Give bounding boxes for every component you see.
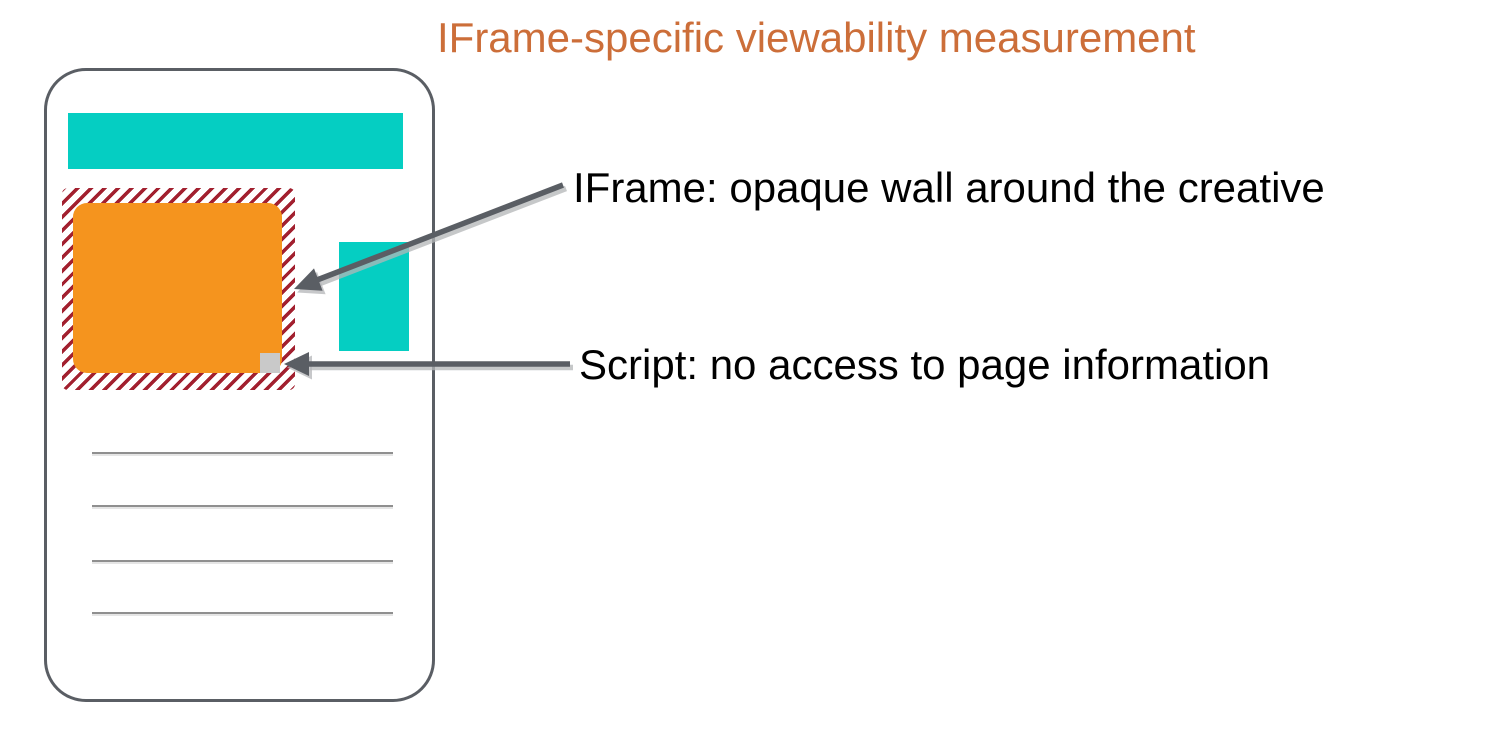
page-text-line [92,560,393,562]
page-sidebar-block [339,242,409,351]
page-text-line [92,612,393,614]
ad-creative-block [73,203,282,373]
script-annotation-label: Script: no access to page information [579,341,1271,388]
page-text-line [92,452,393,454]
page-header-block [68,113,403,169]
script-pixel [260,353,280,373]
diagram-title: IFrame-specific viewability measurement [437,14,1196,61]
iframe-hatched-wall [62,188,295,390]
webpage-outline [44,68,435,702]
page-text-line [92,505,393,507]
iframe-annotation-label: IFrame: opaque wall around the creative [573,164,1325,211]
